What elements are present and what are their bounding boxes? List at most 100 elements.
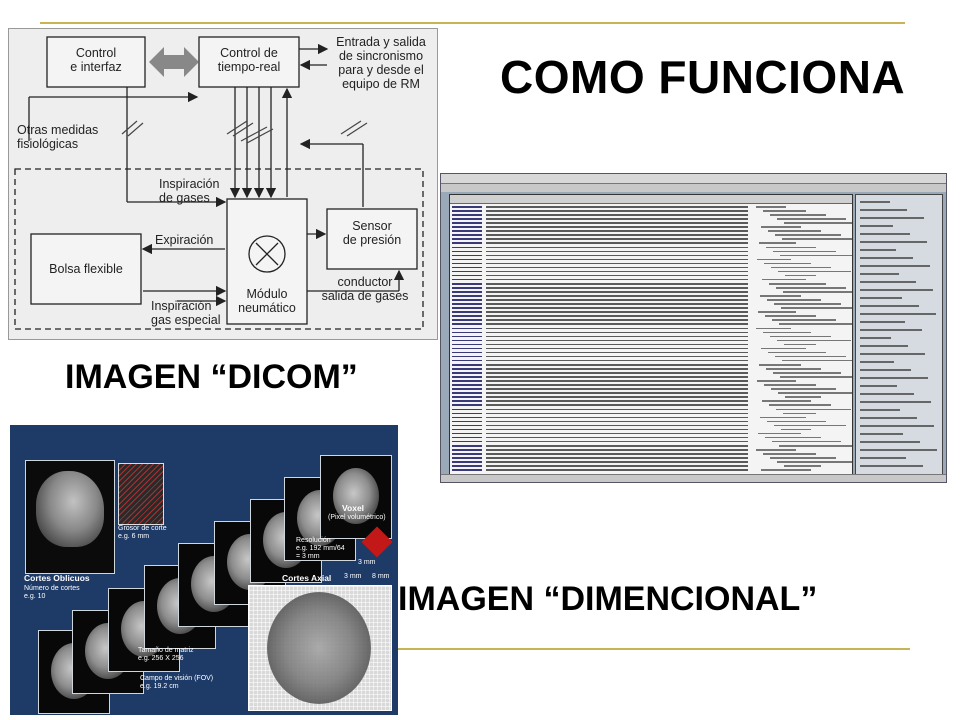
info-panel-line (860, 217, 924, 219)
hex-bytes-line (486, 299, 748, 301)
ascii-column-line (761, 469, 811, 471)
hex-offset-line (452, 278, 482, 281)
hex-bytes-line (486, 210, 748, 212)
hex-offset-line (452, 444, 482, 447)
hex-offset-line (452, 440, 482, 443)
ascii-column-line (757, 258, 791, 261)
hex-offset-line (452, 311, 482, 313)
hex-offset-line (452, 266, 482, 269)
hex-offset-line (452, 339, 482, 342)
info-panel-line (860, 353, 925, 355)
bolsa-flexible-box: Bolsa flexible (49, 262, 123, 276)
mm3-label-b: 3 mm (358, 559, 376, 566)
info-panel-line (860, 457, 906, 459)
info-panel-line (860, 273, 899, 275)
hex-bytes-line (486, 432, 748, 435)
info-panel-line (860, 345, 908, 347)
grosor-line2: e.g. 6 mm (118, 533, 150, 540)
hex-offset-line (452, 428, 482, 431)
hex-bytes-line (486, 315, 748, 317)
info-panel-line (860, 305, 919, 307)
grosor-line1: Grosor de corte (118, 525, 167, 532)
hex-offset-line (452, 400, 482, 402)
hex-bytes-line (486, 359, 748, 362)
hex-offset-line (452, 453, 482, 455)
hex-bytes-line (486, 214, 748, 216)
hex-bytes-line (486, 258, 748, 261)
info-panel-line (860, 441, 920, 443)
hex-bytes-line (486, 351, 748, 354)
hex-bytes-line (486, 343, 748, 346)
hex-offset-line (452, 291, 482, 293)
hex-offset-line (452, 262, 482, 265)
ascii-column-line (780, 376, 852, 378)
hex-offset-line (452, 347, 482, 350)
hex-offset-line (452, 210, 482, 212)
pneumatic-system-diagram: Control e interfaz Control de tiempo-rea… (8, 28, 438, 340)
ascii-column-line (762, 400, 811, 402)
hex-bytes-line (486, 457, 748, 459)
info-panel-line (860, 289, 933, 291)
ascii-column-line (761, 347, 806, 350)
info-panel-line (860, 233, 910, 235)
hex-bytes-line (486, 363, 748, 366)
ascii-column-line (780, 254, 852, 257)
ascii-column-line (772, 319, 836, 321)
otras-medidas-line1: Otras medidas (17, 123, 99, 137)
ascii-column-line (764, 262, 811, 265)
hex-offset-line (452, 412, 482, 415)
control-interfaz-box: Control e interfaz (55, 46, 137, 74)
ascii-column-line (758, 311, 796, 313)
hex-offset-line (452, 319, 482, 321)
mri-slice-image (320, 455, 392, 539)
hex-bytes-line (486, 266, 748, 269)
hex-offset-line (452, 270, 482, 273)
hex-bytes-line (486, 440, 748, 443)
ascii-column-line (760, 295, 801, 297)
matriz-text: Tamaño de matriz e.g. 256 X 256 (138, 647, 194, 663)
ascii-column-line (760, 416, 806, 419)
resolucion-line2: e.g. 192 mm/64 (296, 545, 345, 552)
info-panel-line (860, 337, 891, 339)
info-panel-line (860, 297, 902, 299)
hex-bytes-line (486, 226, 748, 228)
axial-slice-grid-image (248, 585, 392, 711)
conductor-text: conductor salida de gases (313, 275, 417, 303)
hex-bytes-line (486, 335, 748, 338)
hex-offset-line (452, 258, 482, 261)
modulo-line1: Módulo (246, 287, 288, 301)
hex-bytes-line (486, 327, 748, 330)
hex-bytes-line (486, 242, 748, 245)
hex-offset-line (452, 392, 482, 394)
ascii-column-line (769, 282, 826, 285)
info-panel-line (860, 417, 917, 419)
bottom-divider-rule (395, 648, 910, 650)
control-tiempo-real-line1: Control de (220, 46, 278, 60)
hex-bytes-line (486, 323, 748, 326)
inspiracion-gases-line2: de gases (159, 191, 210, 205)
resolucion-text: Resolución e.g. 192 mm/64 = 3 mm (296, 537, 345, 561)
control-tiempo-real-box: Control de tiempo-real (205, 46, 293, 74)
hex-bytes-line (486, 384, 748, 386)
ascii-column-line (772, 440, 841, 443)
hex-bytes-line (486, 420, 748, 423)
hex-offset-line (452, 242, 482, 245)
ascii-column-line (784, 222, 852, 224)
hex-offset-line (452, 250, 482, 253)
entrada-salida-line1: Entrada y salida (336, 35, 426, 49)
hex-bytes-line (486, 355, 748, 358)
ascii-column-line (764, 384, 816, 386)
hex-offset-line (452, 222, 482, 224)
ascii-column-line (783, 412, 816, 415)
hex-bytes-line (486, 311, 748, 313)
ascii-column-line (785, 396, 821, 398)
info-panel-line (860, 321, 905, 323)
ascii-column-line (784, 343, 816, 346)
hex-offset-line (452, 388, 482, 390)
ascii-column-line (763, 210, 806, 212)
hex-bytes-line (486, 428, 748, 431)
ascii-column-line (773, 250, 836, 253)
diagram-lines (14, 36, 424, 330)
hex-offset-line (452, 282, 482, 285)
ascii-column-line (763, 331, 811, 334)
